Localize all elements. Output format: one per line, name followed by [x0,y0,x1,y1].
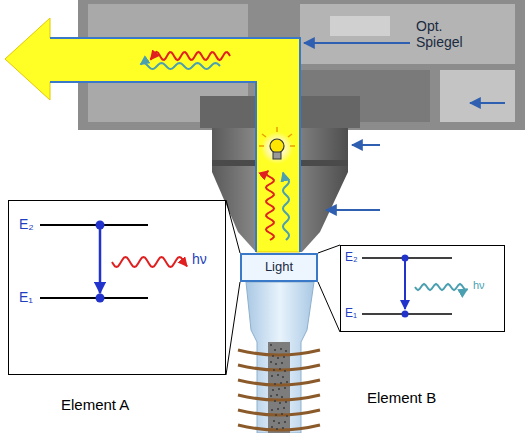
level-label: hν [192,252,207,267]
sample-grain [270,344,272,346]
illustration-part [300,4,515,64]
sample-grain [273,420,275,422]
sample-grain [281,396,283,398]
sample-grain [282,427,284,429]
illustration-part [402,255,409,262]
sample-grain [278,388,280,390]
sample-grain [274,400,276,402]
illustration-part [404,261,406,309]
coil-winding [238,365,320,370]
zoom-line [226,282,240,375]
illustration-part [240,253,318,282]
illustration-part [151,52,231,60]
illustration-part [266,171,274,240]
coil-winding [238,410,320,415]
sample-grain [280,348,282,350]
bulb-icon [259,127,295,159]
sample-grain [284,387,286,389]
illustration-part [40,297,148,299]
sample-grain [279,368,281,370]
part-label: Opt. Spiegel [416,18,486,50]
illustration-part [96,221,105,230]
sample-grain [275,414,277,416]
sample-grain [274,383,276,385]
sample-grain [284,370,286,372]
illustration-part [246,282,314,433]
coil-winding [238,395,320,400]
element-name: Element B [367,390,436,407]
sample-grain [277,357,279,359]
sample-grain [276,394,278,396]
level-label: hν [473,279,485,291]
sample-grain [270,361,272,363]
element-name: Element A [61,397,129,414]
sample-grain [283,356,285,358]
sample-grain [275,363,277,365]
illustration-part [326,209,380,211]
coil-winding [238,350,320,355]
illustration-part [470,102,505,104]
sample-grain [271,426,273,428]
sample-grain [277,408,279,410]
light-region: Light [240,253,318,282]
sample-grain [285,350,287,352]
coil-winding [238,425,320,430]
sample-grain [279,402,281,404]
illustration-part [330,16,390,36]
sample-grain [285,401,287,403]
zoom-line [318,282,340,332]
sample-grain [271,375,273,377]
illustration-part [99,229,102,293]
illustration-part [440,70,515,122]
illustration-part [402,311,409,318]
sample-grain [271,409,273,411]
sample-grain [281,362,283,364]
sample-grain [282,376,284,378]
sample-grain [278,422,280,424]
illustration-part [340,245,505,332]
illustration-part [8,200,226,375]
level-label: E₂ [19,217,34,232]
sample-grain [270,395,272,397]
illustration-part [283,173,289,241]
illustration-part [259,127,295,146]
illustration-part [273,152,281,159]
sample-grain [274,349,276,351]
sample-grain [272,389,274,391]
sample-grain [286,415,288,417]
zoom-line [226,200,240,253]
illustration-part [112,257,187,267]
coil-winding [238,380,320,385]
zoom-line [318,245,340,253]
sample-grain [276,428,278,430]
level-label: E₂ [345,251,358,264]
illustration-part [141,63,221,69]
energy-inset: E₂E₁hνElement A [8,200,226,375]
illustration-part [96,294,105,303]
sample-grain [272,355,274,357]
sample-grain [280,382,282,384]
sample-grain [281,413,283,415]
region-label: Light [265,260,293,274]
illustration-part [270,139,284,153]
sample-grain [283,407,285,409]
illustration-part [304,42,410,44]
illustration-part [40,224,148,226]
illustration-part [415,284,468,290]
sample-grain [277,374,279,376]
sample-grain [286,381,288,383]
level-label: E₁ [345,307,357,320]
level-label: E₁ [19,290,33,305]
illustration-part [352,144,380,146]
energy-inset: E₂E₁hνElement B [340,245,505,332]
sample-grain [273,369,275,371]
sample-grain [284,421,286,423]
